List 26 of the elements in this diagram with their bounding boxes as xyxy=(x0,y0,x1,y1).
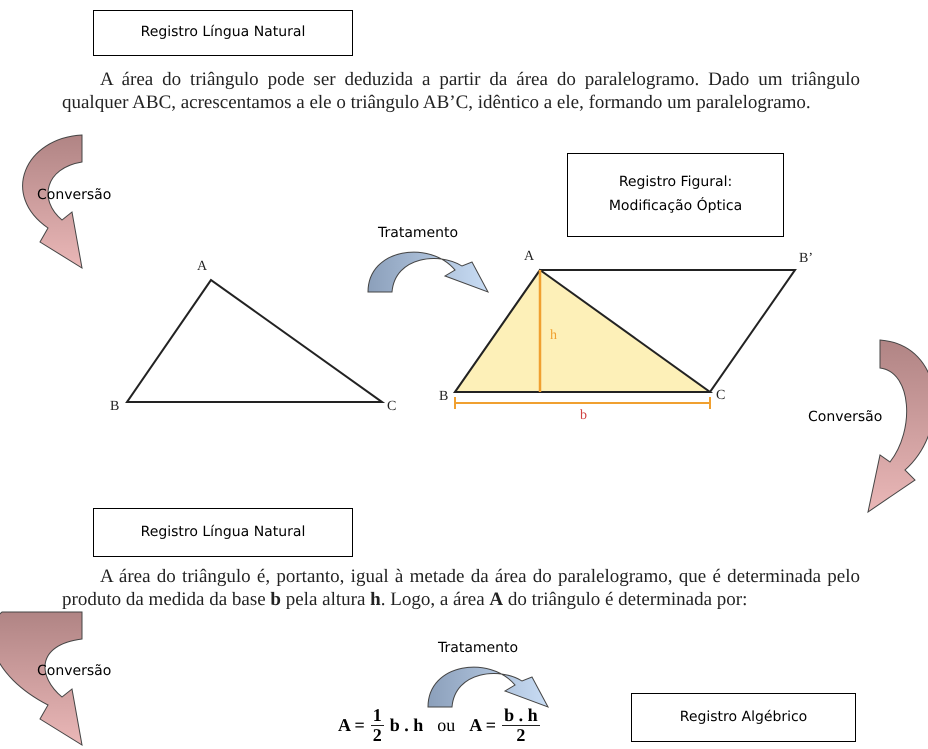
vertex-label: C xyxy=(387,399,396,415)
height-label: h xyxy=(550,328,557,344)
numerator: 1 xyxy=(370,706,384,726)
formula-term: A = xyxy=(469,715,496,736)
numerator: b . h xyxy=(502,706,540,726)
paragraph: A área do triângulo é, portanto, igual à metade da área do paralelogramo, que é determinada pelo produto da medida da base b pela altura h. Logo, a área A do triângulo é determinada por: xyxy=(62,565,860,611)
register-label-box: Registro Língua Natural xyxy=(93,508,353,557)
formula-term: A = xyxy=(338,715,365,736)
paragraph: A área do triângulo pode ser deduzida a partir da área do paralelogramo. Dado um triângulo qualquer ABC, acrescentamos a ele o triângulo AB’C, idêntico a ele, formando um paralelogramo. xyxy=(62,68,860,114)
base-label: b xyxy=(580,408,587,424)
vertex-label: B’ xyxy=(799,251,813,267)
denominator: 2 xyxy=(372,726,382,745)
vertex-label: B xyxy=(439,389,448,405)
vertex-label: A xyxy=(524,249,534,265)
formula-word: ou xyxy=(437,715,456,736)
arrow-label: Tratamento xyxy=(378,225,458,241)
vertex-label: C xyxy=(716,388,726,404)
denominator: 2 xyxy=(516,726,526,745)
arrow-label: Tratamento xyxy=(438,640,518,656)
register-label-box: Registro Língua Natural xyxy=(93,10,353,56)
arrow-label: Conversão xyxy=(808,409,882,425)
register-label-box: Registro Figural: Modificação Óptica xyxy=(567,153,784,237)
formula-term: b . h xyxy=(390,715,424,736)
vertex-label: A xyxy=(197,259,208,275)
vertex-label: B xyxy=(110,399,120,415)
register-label-box: Registro Algébrico xyxy=(631,693,856,742)
